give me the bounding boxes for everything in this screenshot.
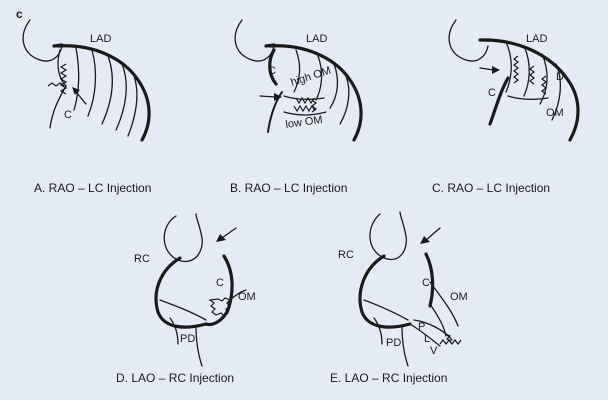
panel-a-label-c: C <box>64 109 72 121</box>
panel-e-collateral <box>439 339 462 345</box>
panel-d-label-c: C <box>216 277 224 289</box>
panel-e-label-p: P <box>418 321 425 333</box>
panel-b: LAD C high OM low OM B. RAO – LC Injecti… <box>230 19 363 195</box>
panel-e-collateral <box>445 333 452 342</box>
panel-e-label-l: L <box>424 333 430 345</box>
figure-letter: c <box>16 7 23 21</box>
panel-a-arrow <box>75 91 87 105</box>
panel-d-label-pd: PD <box>180 333 195 345</box>
panel-b-arrowhead <box>274 93 282 101</box>
panel-c-aorta <box>448 19 489 62</box>
panel-a-branch <box>87 49 97 117</box>
panel-a-lad-trunk <box>56 44 151 142</box>
panel-e-circumflex <box>424 252 435 308</box>
panel-e-caption: E. LAO – RC Injection <box>330 371 447 385</box>
panel-c-arrowhead <box>492 66 500 74</box>
panel-c-om <box>507 95 549 100</box>
panel-d-arrowhead <box>216 234 226 242</box>
panel-c-label-om: OM <box>546 107 564 119</box>
panel-b-lad-trunk <box>268 44 363 142</box>
panel-c-caption: C. RAO – LC Injection <box>432 181 550 195</box>
panel-a-collateral <box>59 63 68 95</box>
panel-e-om <box>429 281 459 327</box>
panel-c-branch <box>523 45 530 97</box>
panel-c-lad-trunk <box>482 38 580 142</box>
panel-b-aorta <box>234 19 275 62</box>
panel-c-arrow <box>479 67 495 71</box>
panel-d-caption: D. LAO – RC Injection <box>116 371 234 385</box>
panel-c: LAD C D OM C. RAO – LC Injection <box>432 19 580 195</box>
panel-c-label-d: D <box>556 71 564 83</box>
panel-c-branch <box>551 63 562 121</box>
panel-c-branch <box>539 53 548 105</box>
panel-b-label-high-om: high OM <box>289 65 332 89</box>
panel-b-caption: B. RAO – LC Injection <box>230 181 347 195</box>
panel-c-branch <box>505 41 512 93</box>
panel-d: RC C OM PD D. LAO – RC Injection <box>116 213 256 385</box>
panel-b-low-om <box>283 111 327 116</box>
panel-b-branch <box>339 75 350 125</box>
panel-b-circumflex <box>268 48 278 86</box>
panel-e-label-c: C <box>422 277 430 289</box>
panel-d-rc <box>154 256 208 329</box>
panel-b-collateral <box>295 96 315 105</box>
panel-e-om <box>429 303 447 337</box>
panel-c-label-c: C <box>488 87 496 99</box>
panel-b-circumflex-lower <box>267 91 283 133</box>
panel-d-arrow <box>221 227 237 239</box>
panel-e-label-v: V <box>430 345 438 357</box>
panel-e-rc-branch <box>363 299 409 321</box>
panel-d-collateral <box>208 297 232 317</box>
panel-c-collateral <box>529 65 535 85</box>
panel-e-label-pd: PD <box>386 337 401 349</box>
panel-c-collateral <box>513 55 519 84</box>
panel-a-label-lad: LAD <box>90 33 111 45</box>
panel-d-aorta <box>163 213 203 263</box>
panel-a-branch <box>127 75 138 137</box>
panel-c-label-lad: LAD <box>526 33 547 45</box>
panel-b-label-lad: LAD <box>306 33 327 45</box>
panel-e-rc <box>358 254 412 329</box>
panel-e-plv <box>409 323 441 347</box>
panel-d-rc-branch <box>195 325 203 367</box>
panel-d-circumflex <box>204 254 234 327</box>
panel-b-lm <box>264 43 276 48</box>
panel-a-circumflex <box>57 49 67 87</box>
panel-b-arrow <box>259 95 277 98</box>
panel-a-collateral <box>47 82 65 87</box>
panel-a-branch <box>115 63 127 131</box>
panel-d-rc-branch <box>169 317 179 345</box>
panel-c-collateral <box>541 75 547 95</box>
panel-b-branch <box>329 63 339 109</box>
panel-b-label-low-om: low OM <box>285 114 324 131</box>
panel-b-collateral <box>293 104 316 113</box>
panel-b-branch <box>315 55 323 101</box>
panel-a-branch <box>73 47 80 111</box>
panel-a-branch <box>101 55 113 125</box>
panel-a-caption: A. RAO – LC Injection <box>34 181 151 195</box>
panel-a: LAD C A. RAO – LC Injection <box>22 19 151 195</box>
panel-e-label-rc: RC <box>338 249 354 261</box>
panel-d-rc-branch <box>159 299 207 321</box>
panel-b-label-c: C <box>268 65 276 77</box>
panel-e-rc-branch <box>401 325 409 367</box>
panel-e-arrow <box>425 227 441 241</box>
panel-a-arrowhead <box>72 87 80 95</box>
panel-e-plv <box>413 319 453 341</box>
panel-e: RC C OM PD P L V E. LAO – RC Injection <box>330 211 468 385</box>
panel-d-label-om: OM <box>238 291 256 303</box>
panel-e-aorta <box>369 211 407 261</box>
panel-d-label-rc: RC <box>134 253 150 265</box>
panel-c-circumflex <box>488 76 510 126</box>
panel-b-branch <box>293 49 301 93</box>
panel-e-rc-branch <box>373 317 383 345</box>
panel-e-arrowhead <box>420 236 430 244</box>
panel-b-collateral <box>311 99 317 113</box>
panel-a-lm <box>52 43 64 48</box>
panel-e-label-om: OM <box>450 291 468 303</box>
panel-a-aorta <box>22 19 63 62</box>
